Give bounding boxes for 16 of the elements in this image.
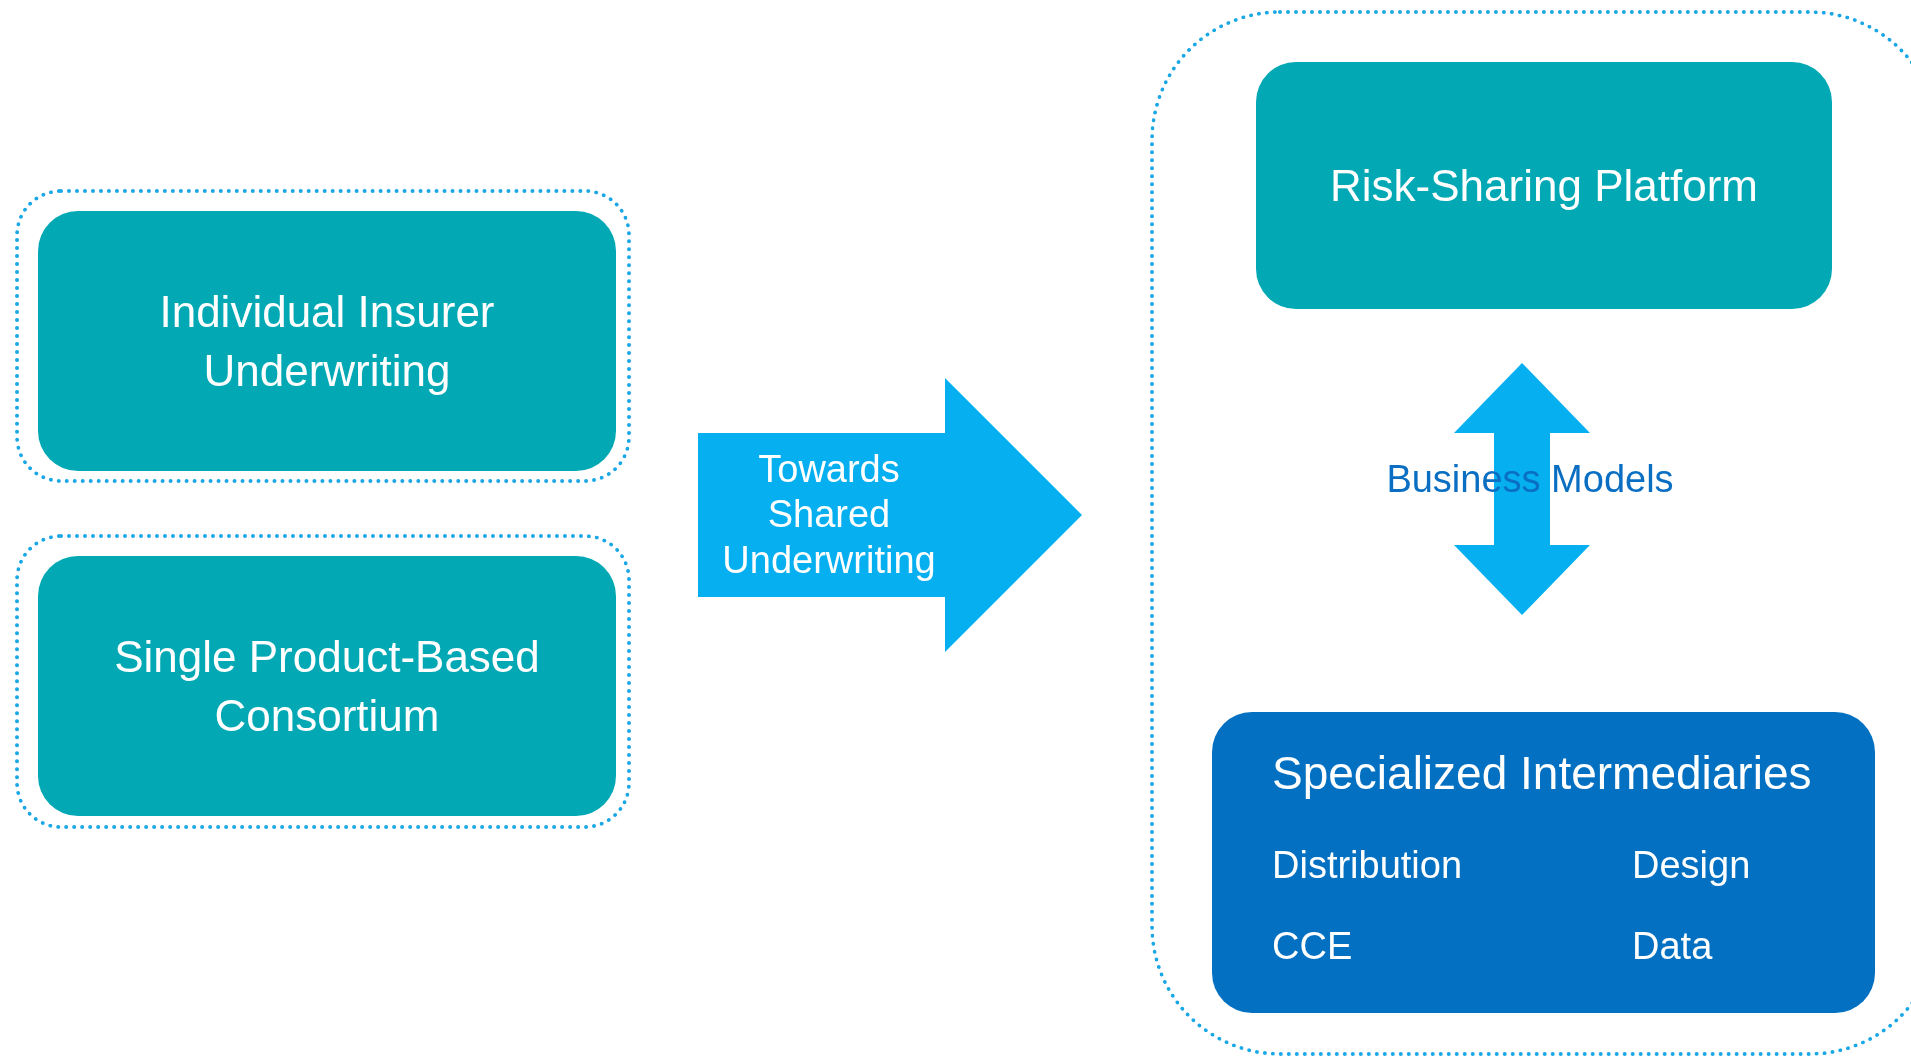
dotted-frame — [15, 189, 631, 483]
item-label: Distribution — [1272, 844, 1464, 887]
box-label: Single Product-Based Consortium — [113, 630, 541, 742]
dotted-frame — [15, 534, 631, 829]
box-label: Risk-Sharing Platform — [1330, 159, 1758, 212]
item-label: Design — [1632, 844, 1752, 887]
box-label: Individual Insurer Underwriting — [158, 285, 496, 397]
arrow-label: Towards Shared Underwriting — [721, 448, 937, 582]
box-heading: Specialized Intermediaries — [1272, 746, 1813, 800]
process-box — [1256, 62, 1832, 309]
process-box — [38, 556, 616, 816]
item-label: CCE — [1272, 925, 1354, 968]
process-box — [38, 211, 616, 471]
dotted-frame — [1150, 10, 1911, 1056]
item-label: Data — [1632, 925, 1714, 968]
group-box — [1212, 712, 1875, 1013]
